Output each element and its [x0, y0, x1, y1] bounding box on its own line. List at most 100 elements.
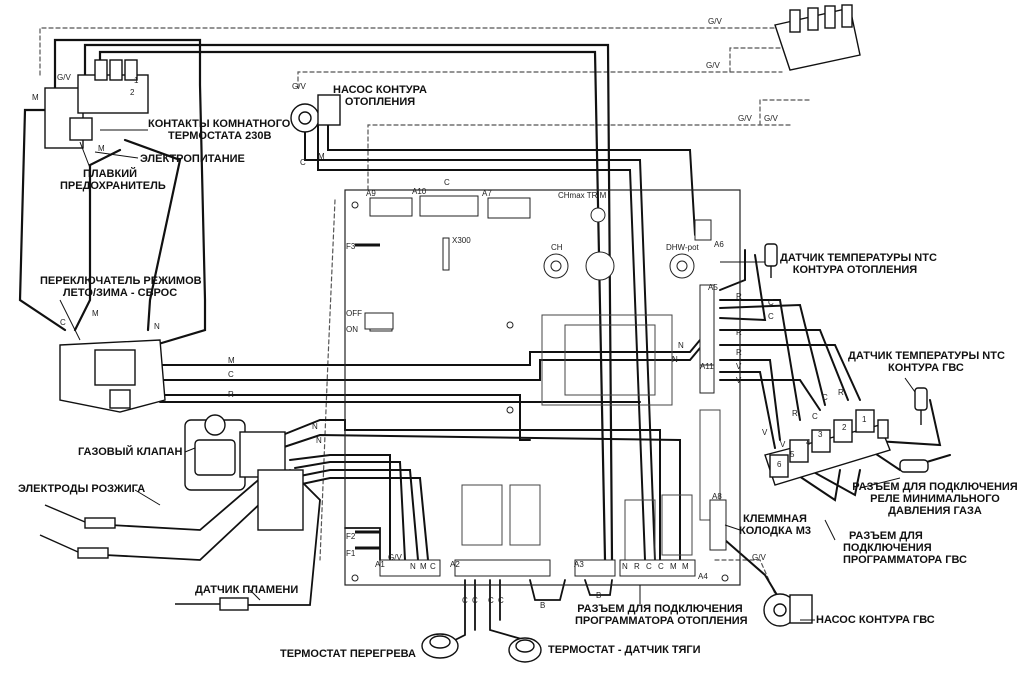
dhw-programmer-label: РАЗЪЕМ ДЛЯ ПОДКЛЮЧЕНИЯ ПРОГРАММАТОРА ГВС — [843, 530, 967, 566]
wire-code-v-1: V — [736, 362, 742, 371]
wire-code-c-6: C — [768, 312, 774, 321]
ntc-heating-label: ДАТЧИК ТЕМПЕРАТУРЫ NTC КОНТУРА ОТОПЛЕНИЯ — [780, 252, 937, 276]
board-f3: F3 — [346, 242, 356, 251]
wire-code-m-8: M — [420, 562, 427, 571]
board-a7: A7 — [482, 189, 492, 198]
mode-switch-wires — [129, 339, 701, 441]
wire-code-c-2: C — [444, 178, 450, 187]
board-f2: F2 — [346, 532, 356, 541]
gas-relay-label: РАЗЪЕМ ДЛЯ ПОДКЛЮЧЕНИЯ РЕЛЕ МИНИМАЛЬНОГО… — [850, 481, 1020, 517]
draft-thermostat-label: ТЕРМОСТАТ - ДАТЧИК ТЯГИ — [548, 644, 701, 656]
right-terminal-block — [764, 409, 891, 486]
wire-code-c-14: C — [658, 562, 664, 571]
wire-code-n-1: N — [154, 322, 160, 331]
terminal-number-6: 6 — [777, 460, 782, 469]
heating-programmer-label: РАЗЪЕМ ДЛЯ ПОДКЛЮЧЕНИЯ ПРОГРАММАТОРА ОТО… — [575, 603, 748, 627]
wire-code-v-2: V — [736, 376, 742, 385]
board-a6: A6 — [714, 240, 724, 249]
board-off: OFF — [346, 309, 362, 318]
terminal-number-4: 4 — [806, 438, 811, 447]
gas-valve-label: ГАЗОВЫЙ КЛАПАН — [78, 446, 183, 458]
wire-code-r-1: R — [228, 390, 234, 399]
board-a11: A11 — [700, 362, 714, 371]
top-right-connector — [774, 4, 861, 71]
board-a3: A3 — [574, 560, 584, 569]
wire-code-n-7: N — [410, 562, 416, 571]
board-a1: A1 — [375, 560, 385, 569]
wire-code-c-7: C — [812, 412, 818, 421]
wire-code-b-2: B — [596, 591, 602, 600]
wire-code-r-6: R — [838, 388, 844, 397]
wire-code-r-2: R — [736, 292, 742, 301]
mode-switch-drawing — [59, 339, 166, 413]
ntc-sensor-heating-drawing — [764, 243, 778, 278]
heating-pump-drawing — [290, 94, 341, 133]
wire-code-gv-5: G/V — [57, 73, 71, 82]
wire-code-gv-8: G/V — [752, 553, 766, 562]
wire-code-v-4: V — [780, 440, 786, 449]
heating-pump-line1: НАСОС КОНТУРА — [333, 84, 427, 96]
fuse-line2: ПРЕДОХРАНИТЕЛЬ — [60, 180, 166, 192]
thermostat-wires — [454, 579, 613, 641]
dhw-pump-label: НАСОС КОНТУРА ГВС — [816, 614, 935, 626]
overheat-thermostat-label: ТЕРМОСТАТ ПЕРЕГРЕВА — [280, 648, 417, 660]
control-board — [344, 189, 741, 586]
wire-code-gv-6: G/V — [292, 82, 306, 91]
electrodes-drawing — [39, 504, 249, 611]
room-thermostat-label: КОНТАКТЫ КОМНАТНОГО ТЕРМОСТАТА 230В — [148, 118, 290, 142]
wire-code-m-6: M — [670, 562, 677, 571]
terminal-number-2: 2 — [130, 88, 135, 97]
wire-code-m-5: M — [228, 356, 235, 365]
wire-code-n-6: N — [622, 562, 628, 571]
heating-pump-label: НАСОС КОНТУРА ОТОПЛЕНИЯ — [325, 84, 435, 108]
board-ch: CH — [551, 243, 563, 252]
wire-code-v-3: V — [762, 428, 768, 437]
wire-code-c-15: C — [430, 562, 436, 571]
terminal-number-5: 5 — [790, 450, 795, 459]
ntc-dhw-label: ДАТЧИК ТЕМПЕРАТУРЫ NTC КОНТУРА ГВС — [848, 350, 1005, 374]
wire-code-c-4: C — [228, 370, 234, 379]
board-a9: A9 — [366, 189, 376, 198]
wire-code-m-2: M — [32, 93, 39, 102]
mode-switch-label: ПЕРЕКЛЮЧАТЕЛЬ РЕЖИМОВ ЛЕТО/ЗИМА - СБРОС — [40, 275, 202, 299]
wire-code-c-10: C — [472, 596, 478, 605]
fuse-label: ПЛАВКИЙ ПРЕДОХРАНИТЕЛЬ — [60, 168, 166, 192]
wire-code-gv-2: G/V — [706, 61, 720, 70]
board-a4: A4 — [698, 572, 708, 581]
board-a5: A5 — [708, 283, 718, 292]
wire-code-gv-3: G/V — [738, 114, 752, 123]
wire-code-m-4: M — [92, 309, 99, 318]
heating-programmer-line1: РАЗЪЕМ ДЛЯ ПОДКЛЮЧЕНИЯ — [577, 603, 743, 615]
ground-wires — [39, 27, 811, 606]
wire-code-n-3: N — [316, 436, 322, 445]
heating-pump-line2: ОТОПЛЕНИЯ — [344, 96, 416, 108]
pointer-lines — [59, 129, 916, 621]
dhw-programmer-line3: ПРОГРАММАТОРА ГВС — [843, 554, 968, 566]
board-a8: A8 — [712, 492, 722, 501]
wire-code-c-3: C — [60, 318, 66, 327]
terminal-block-top-left — [44, 59, 149, 149]
wire-code-n-2: N — [312, 422, 318, 431]
wire-code-m-3: M — [98, 144, 105, 153]
mode-switch-line1: ПЕРЕКЛЮЧАТЕЛЬ РЕЖИМОВ — [40, 275, 202, 287]
power-supply-label: ЭЛЕКТРОПИТАНИЕ — [140, 153, 245, 165]
ntc-dhw-line1: ДАТЧИК ТЕМПЕРАТУРЫ NTC — [848, 350, 1005, 362]
wire-code-c-1: C — [300, 158, 306, 167]
gas-relay-line1: РАЗЪЕМ ДЛЯ ПОДКЛЮЧЕНИЯ — [852, 481, 1018, 493]
board-on: ON — [346, 325, 358, 334]
board-a2: A2 — [450, 560, 460, 569]
thermostats-drawing — [421, 633, 542, 663]
wire-code-gv-4: G/V — [764, 114, 778, 123]
wire-code-c-8: C — [822, 393, 828, 402]
wire-code-r-4: R — [736, 348, 742, 357]
room-thermostat-line1: КОНТАКТЫ КОМНАТНОГО — [148, 118, 291, 130]
ignition-electrodes-label: ЭЛЕКТРОДЫ РОЗЖИГА — [18, 483, 146, 495]
room-thermostat-line2: ТЕРМОСТАТА 230В — [168, 130, 272, 142]
dhw-pump-drawing — [763, 593, 813, 627]
wire-code-r-7: R — [634, 562, 640, 571]
terminal-number-1b: 1 — [862, 415, 867, 424]
wire-code-gv-7: G/V — [388, 553, 402, 562]
board-x300: X300 — [452, 236, 471, 245]
wire-code-r-3: R — [736, 328, 742, 337]
